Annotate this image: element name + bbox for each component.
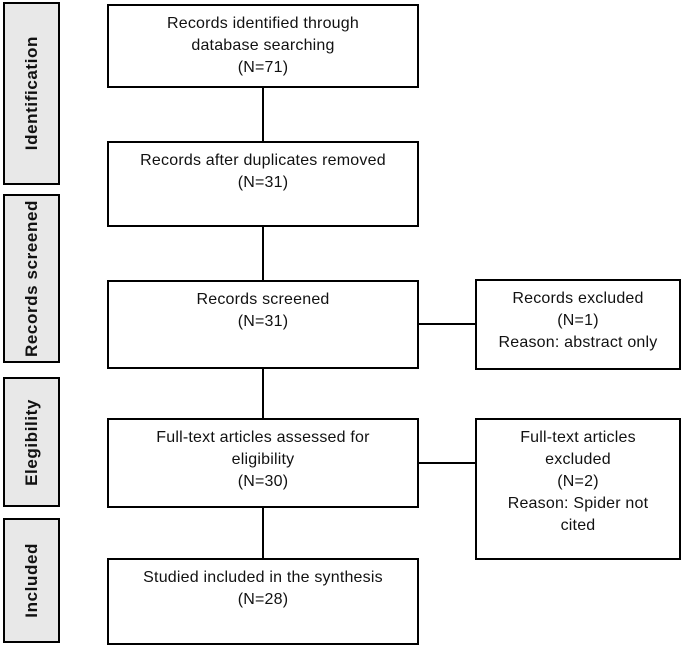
stage-label-records-screened-text: Records screened	[21, 199, 41, 357]
box-records-identified: Records identified through database sear…	[107, 4, 419, 88]
connector-vertical-3	[262, 369, 264, 418]
connector-horizontal-1	[419, 323, 475, 325]
stage-label-identification: Identification	[3, 2, 60, 185]
connector-vertical-1	[262, 88, 264, 141]
stage-label-included-text: Included	[21, 543, 41, 618]
stage-label-identification-text: Identification	[21, 36, 41, 151]
stage-label-included: Included	[3, 518, 60, 643]
box-studies-included: Studied included in the synthesis (N=28)	[107, 558, 419, 645]
connector-horizontal-2	[419, 462, 475, 464]
stage-label-records-screened: Records screened	[3, 194, 60, 363]
connector-vertical-4	[262, 508, 264, 558]
box-duplicates-removed: Records after duplicates removed (N=31)	[107, 141, 419, 227]
connector-vertical-2	[262, 227, 264, 280]
stage-label-eligibility-text: Elegibility	[21, 398, 41, 486]
box-records-excluded: Records excluded (N=1) Reason: abstract …	[475, 279, 681, 370]
stage-label-eligibility: Elegibility	[3, 377, 60, 507]
box-fulltext-excluded: Full-text articles excluded (N=2) Reason…	[475, 418, 681, 560]
box-records-screened: Records screened (N=31)	[107, 280, 419, 369]
box-fulltext-assessed: Full-text articles assessed for eligibil…	[107, 418, 419, 508]
